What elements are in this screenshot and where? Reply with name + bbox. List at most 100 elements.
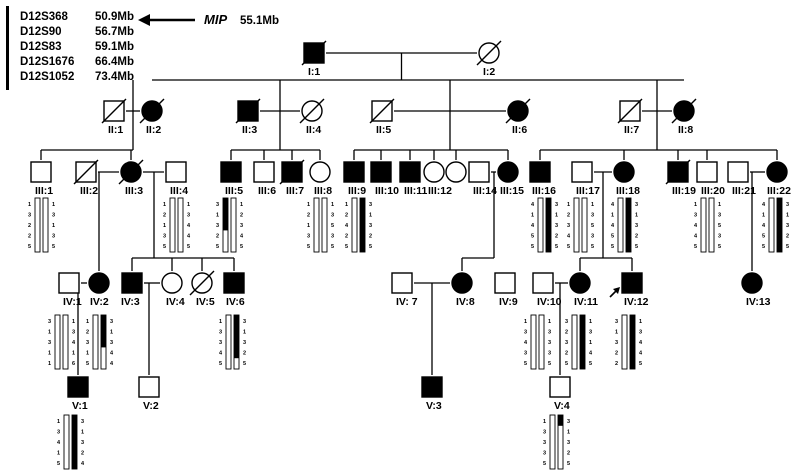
individual: III:14 xyxy=(468,161,497,197)
pedigree-lines xyxy=(40,52,778,375)
individual-label: V:3 xyxy=(426,400,442,412)
allele-value: 4 xyxy=(72,340,76,346)
individual: I:1 xyxy=(301,40,327,78)
allele-value: 4 xyxy=(57,440,61,446)
unaffected-male-symbol xyxy=(494,272,516,294)
haplotype-bar xyxy=(768,197,775,253)
allele-value: 3 xyxy=(52,213,55,219)
unaffected-male-symbol xyxy=(253,161,275,183)
individual-label: III:1 xyxy=(35,185,53,197)
deceased-slash xyxy=(369,98,395,124)
individual-label: III:20 xyxy=(701,185,725,197)
haplotype-bar xyxy=(700,197,707,253)
affected-haplotype-segment xyxy=(223,198,228,231)
allele-value: 3 xyxy=(591,213,594,219)
allele-value: 3 xyxy=(72,330,75,336)
haplotype-bar xyxy=(42,197,49,253)
allele-value: 3 xyxy=(219,340,222,346)
allele-value: 5 xyxy=(639,361,642,367)
allele-value: 4 xyxy=(219,351,223,357)
unaffected-male-symbol xyxy=(30,161,52,183)
allele-value: 3 xyxy=(86,340,89,346)
allele-value: 4 xyxy=(611,223,615,229)
allele-value: 2 xyxy=(565,351,568,357)
individual-label: III:18 xyxy=(616,185,640,197)
individual: IV:4 xyxy=(161,272,185,308)
individual-label: III:14 xyxy=(473,185,497,197)
allele-value: 1 xyxy=(786,213,789,219)
unaffected-female-symbol xyxy=(309,161,331,183)
allele-value: 1 xyxy=(718,202,721,208)
marker-position: 50.9Mb xyxy=(95,11,134,23)
allele-value: 3 xyxy=(548,330,551,336)
haplotype-bar xyxy=(538,314,545,370)
allele-value: 5 xyxy=(589,361,592,367)
allele-value: 1 xyxy=(567,430,570,436)
allele-value: 1 xyxy=(369,213,372,219)
allele-value: 3 xyxy=(639,330,642,336)
deceased-slash xyxy=(189,270,215,296)
allele-value: 4 xyxy=(762,202,766,208)
haplotype-bar xyxy=(225,314,232,370)
allele-value: 1 xyxy=(216,213,219,219)
unaffected-male-symbol xyxy=(571,161,593,183)
allele-value: 4 xyxy=(694,234,698,240)
individual-label: III:15 xyxy=(500,185,524,197)
individual: II:7 xyxy=(617,98,643,136)
allele-value: 1 xyxy=(243,330,246,336)
deceased-slash xyxy=(73,159,99,185)
allele-value: 3 xyxy=(543,451,546,457)
haplotype-bar xyxy=(54,314,61,370)
unaffected-male-symbol xyxy=(391,272,413,294)
individual-label: IV:3 xyxy=(121,296,140,308)
allele-value: 5 xyxy=(591,244,594,250)
allele-value: 5 xyxy=(52,244,55,250)
deceased-slash xyxy=(118,159,144,185)
allele-value: 5 xyxy=(718,244,721,250)
haplotype-bar xyxy=(313,197,320,253)
affected-male-symbol xyxy=(529,161,551,183)
haplotype-bar xyxy=(34,197,41,253)
haplotype-bar xyxy=(321,197,328,253)
individual-label: IV:9 xyxy=(499,296,518,308)
allele-value: 2 xyxy=(345,234,348,240)
individual-label: III:6 xyxy=(258,185,276,197)
allele-value: 5 xyxy=(219,361,222,367)
affected-male-symbol xyxy=(121,272,143,294)
allele-value: 5 xyxy=(28,244,31,250)
allele-value: 5 xyxy=(331,244,334,250)
individual-label: III:17 xyxy=(576,185,600,197)
allele-value: 3 xyxy=(369,202,372,208)
allele-value: 3 xyxy=(243,319,246,325)
individual-label: V:1 xyxy=(72,400,88,412)
individual: II:4 xyxy=(299,98,325,136)
affected-haplotype-segment xyxy=(360,198,365,252)
individual: IV:8 xyxy=(451,272,475,308)
allele-value: 5 xyxy=(548,361,551,367)
allele-value: 3 xyxy=(555,202,558,208)
allele-value: 5 xyxy=(187,244,190,250)
individual: III:3 xyxy=(118,159,144,197)
marker-position: 59.1Mb xyxy=(95,41,134,53)
allele-value: 2 xyxy=(615,351,618,357)
affected-female-symbol xyxy=(613,161,635,183)
unaffected-male-symbol xyxy=(549,376,571,398)
individual-label: II:7 xyxy=(624,124,639,136)
haplotype-bar xyxy=(708,197,715,253)
allele-value: 2 xyxy=(81,451,84,457)
allele-value: 5 xyxy=(240,244,243,250)
deceased-slash xyxy=(617,98,643,124)
individual: II:3 xyxy=(235,98,261,136)
haplotype-bar xyxy=(530,314,537,370)
allele-value: 2 xyxy=(369,234,372,240)
allele-value: 2 xyxy=(163,213,166,219)
affected-female-symbol xyxy=(451,272,473,294)
individual: III:6 xyxy=(253,161,276,197)
haplotype-bar xyxy=(617,197,624,253)
